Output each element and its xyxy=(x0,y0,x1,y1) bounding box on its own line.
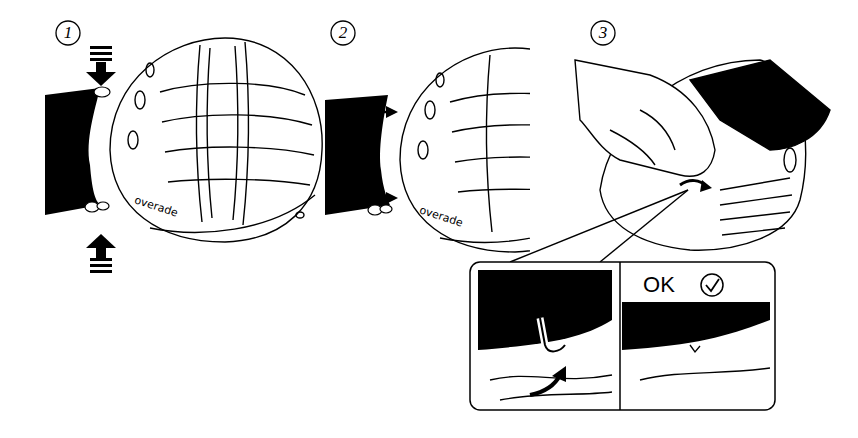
step-number: 1 xyxy=(56,21,80,45)
ok-label: OK xyxy=(628,270,690,300)
step-number: 3 xyxy=(591,21,615,45)
step-number: 2 xyxy=(331,21,355,45)
